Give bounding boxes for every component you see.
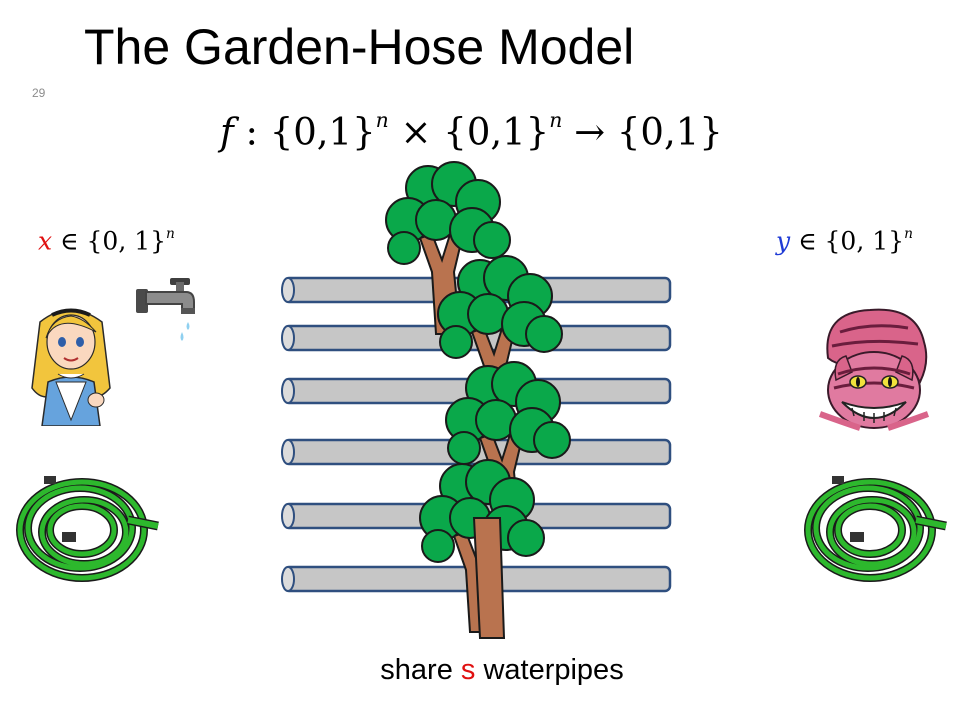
formula-colon: : bbox=[233, 110, 270, 154]
slide-number: 29 bbox=[32, 86, 46, 100]
y-variable: y bbox=[776, 226, 791, 256]
function-formula: f : {0,1}n × {0,1}n → {0,1} bbox=[220, 108, 723, 153]
formula-exp-a: n bbox=[375, 108, 389, 132]
formula-times: × bbox=[388, 110, 444, 154]
caption-suffix: waterpipes bbox=[475, 654, 624, 686]
formula-f: f bbox=[220, 110, 234, 154]
x-variable: x bbox=[38, 226, 53, 256]
formula-domain-b: {0,1} bbox=[443, 110, 550, 154]
slide-title: The Garden-Hose Model bbox=[84, 19, 635, 75]
caption-prefix: share bbox=[380, 654, 461, 686]
alice-input-label: x ∈ {0, 1}n bbox=[38, 226, 175, 256]
formula-codomain: {0,1} bbox=[616, 110, 723, 154]
formula-exp-b: n bbox=[549, 108, 563, 132]
faucet-icon bbox=[136, 278, 195, 341]
y-set: {0, 1} bbox=[824, 226, 905, 256]
formula-domain-a: {0,1} bbox=[269, 110, 376, 154]
x-in-symbol: ∈ bbox=[52, 226, 87, 256]
x-set: {0, 1} bbox=[86, 226, 167, 256]
cat-input-label: y ∈ {0, 1}n bbox=[776, 226, 913, 256]
garden-hose-icon-right bbox=[804, 476, 947, 582]
y-exp: n bbox=[904, 226, 913, 242]
x-exp: n bbox=[166, 226, 175, 242]
trees bbox=[385, 161, 571, 639]
garden-hose-icon-left bbox=[16, 476, 159, 582]
cheshire-cat-illustration bbox=[818, 308, 930, 431]
y-in-symbol: ∈ bbox=[790, 226, 825, 256]
caption-highlight-s: s bbox=[460, 654, 476, 686]
alice-illustration bbox=[31, 308, 111, 426]
formula-arrow: → bbox=[562, 110, 617, 154]
caption: share s waterpipes bbox=[0, 654, 960, 687]
